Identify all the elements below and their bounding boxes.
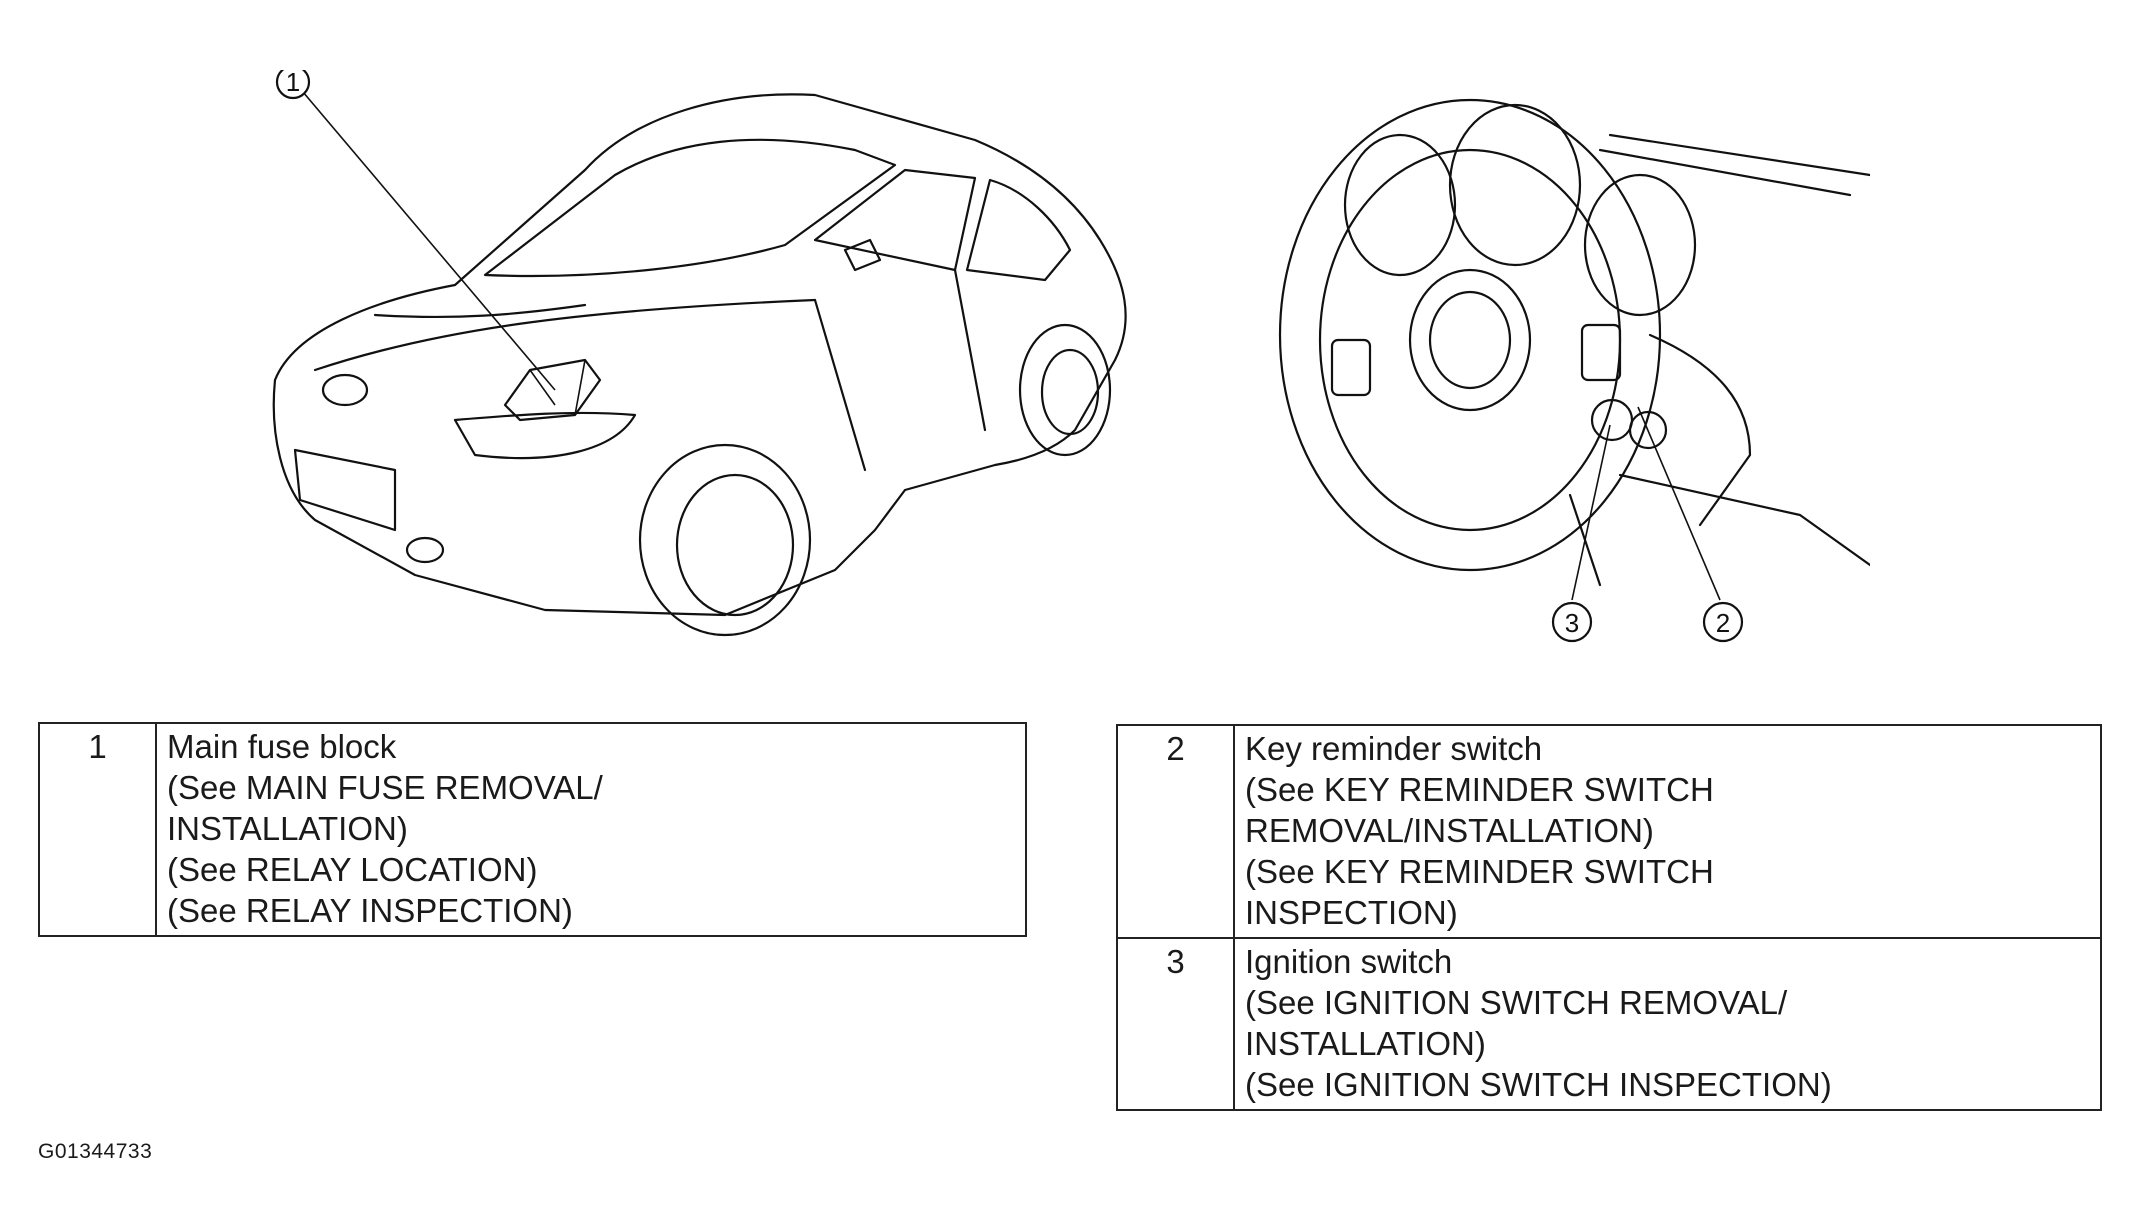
part-name: Key reminder switch (1245, 730, 1543, 767)
part-reference: (See IGNITION SWITCH REMOVAL/ (1245, 984, 1788, 1021)
main-fuse-block-graphic (503, 358, 602, 422)
table-row-part-2: 2 Key reminder switch (See KEY REMINDER … (1116, 724, 2102, 939)
callout-3-leader (1571, 424, 1611, 601)
part-reference: INSPECTION) (1245, 894, 1458, 931)
part-reference: INSTALLATION) (1245, 1025, 1486, 1062)
part-number: 3 (1116, 937, 1235, 1111)
part-number: 2 (1116, 724, 1235, 939)
part-reference: (See KEY REMINDER SWITCH (1245, 771, 1714, 808)
car-illustration: 1 (272, 70, 1127, 637)
callout-1-leader (302, 91, 556, 391)
svg-text:2: 2 (1716, 608, 1730, 638)
table-row-part-3: 3 Ignition switch (See IGNITION SWITCH R… (1116, 937, 2102, 1111)
dashboard-outline (1278, 98, 1870, 587)
part-reference: (See MAIN FUSE REMOVAL/ (167, 769, 603, 806)
figure-id: G01344733 (38, 1140, 153, 1163)
part-number: 1 (38, 722, 157, 937)
part-description: Ignition switch (See IGNITION SWITCH REM… (1233, 937, 2102, 1111)
part-name: Ignition switch (1245, 943, 1453, 980)
svg-text:1: 1 (286, 70, 300, 97)
callout-2: 2 (1702, 601, 1744, 643)
svg-text:3: 3 (1565, 608, 1579, 638)
part-name: Main fuse block (167, 728, 397, 765)
callout-2-leader (1637, 406, 1721, 601)
part-reference: REMOVAL/INSTALLATION) (1245, 812, 1654, 849)
part-description: Key reminder switch (See KEY REMINDER SW… (1233, 724, 2102, 939)
car-body-outline (272, 93, 1127, 637)
table-row-part-1: 1 Main fuse block (See MAIN FUSE REMOVAL… (38, 722, 1027, 937)
parts-table-left: 1 Main fuse block (See MAIN FUSE REMOVAL… (38, 722, 1027, 937)
part-reference: (See KEY REMINDER SWITCH (1245, 853, 1714, 890)
part-reference: (See IGNITION SWITCH INSPECTION) (1245, 1066, 1832, 1103)
part-reference: (See RELAY INSPECTION) (167, 892, 573, 929)
part-reference: INSTALLATION) (167, 810, 408, 847)
parts-table-right: 2 Key reminder switch (See KEY REMINDER … (1116, 724, 2102, 1111)
part-reference: (See RELAY LOCATION) (167, 851, 538, 888)
part-description: Main fuse block (See MAIN FUSE REMOVAL/ … (155, 722, 1027, 937)
callout-1: 1 (275, 70, 311, 100)
steering-wheel-illustration: 3 2 (1278, 98, 1870, 643)
callout-3: 3 (1551, 601, 1593, 643)
